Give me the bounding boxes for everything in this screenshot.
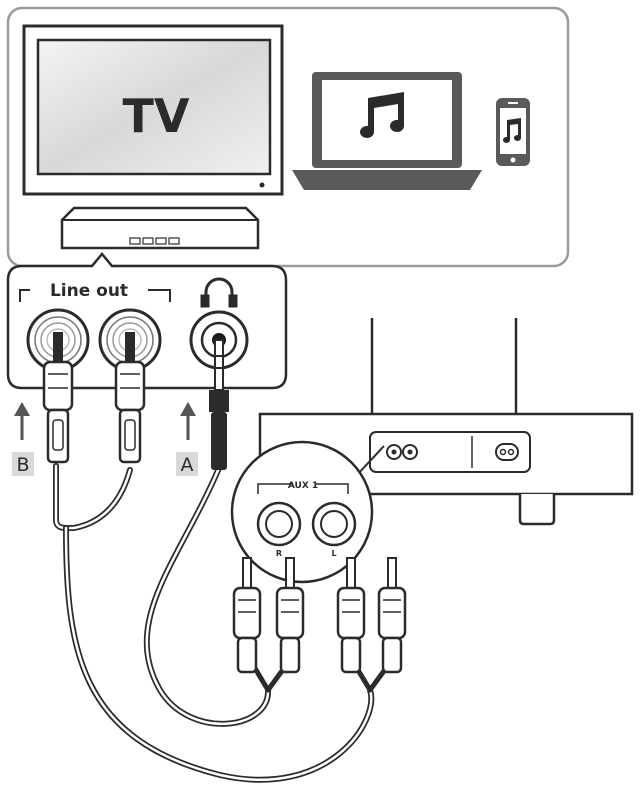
aux-plug-2	[275, 557, 305, 674]
tv-label: TV	[123, 89, 190, 143]
aux-label: AUX 1	[288, 481, 318, 491]
music-note-icon	[503, 118, 521, 143]
smartphone	[496, 98, 530, 166]
cable-a-label-box	[176, 452, 198, 476]
mini-jack-plug	[209, 339, 229, 470]
aux-plug-4	[377, 557, 407, 674]
cable-b-label-box	[12, 452, 34, 476]
aux-plugs	[232, 557, 407, 674]
arrow-up-icon	[14, 402, 30, 440]
headphones-icon	[200, 277, 238, 308]
cable-a-label: A	[181, 454, 194, 476]
line-out-label: Line out	[50, 281, 128, 301]
aux-plug-3	[336, 557, 366, 674]
music-note-icon	[360, 92, 404, 138]
aux-callout: AUX 1 R L	[230, 440, 374, 584]
aux-right-label: R	[276, 549, 282, 558]
aux-jack-left	[311, 501, 357, 547]
rca-plug-left	[42, 332, 74, 464]
aux-left-label: L	[331, 549, 336, 558]
cable-b-label: B	[16, 454, 29, 476]
aux-plug-1	[232, 557, 262, 674]
arrow-up-icon	[180, 402, 196, 440]
laptop	[292, 72, 482, 190]
aux-jack-right	[256, 501, 302, 547]
set-top-box	[60, 206, 260, 250]
line-out-bracket	[19, 289, 171, 302]
tv: TV	[22, 24, 284, 196]
rca-plug-right	[114, 332, 146, 464]
cables	[53, 463, 395, 783]
